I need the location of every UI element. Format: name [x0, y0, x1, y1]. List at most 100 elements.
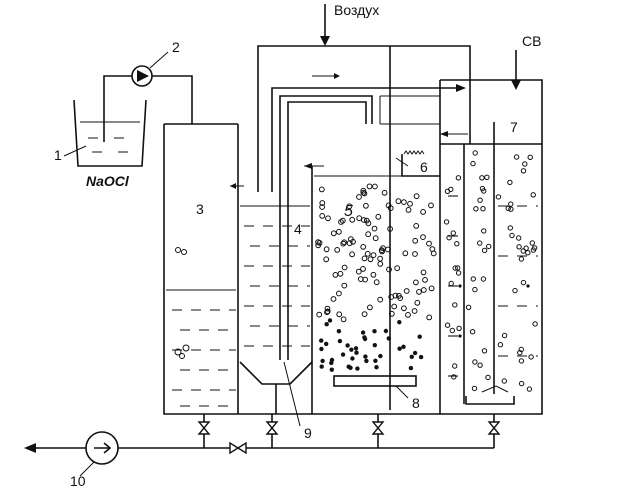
media-granule — [360, 189, 367, 196]
media-granule — [386, 266, 392, 273]
media-granule — [479, 175, 485, 181]
media-granule — [363, 354, 368, 359]
media-granule — [472, 359, 478, 365]
media-granule — [507, 225, 513, 231]
media-granule — [336, 329, 342, 334]
media-granule — [407, 200, 413, 207]
media-granule — [413, 279, 419, 286]
media-granule — [354, 350, 359, 355]
media-granule — [377, 296, 384, 303]
media-granule — [318, 186, 325, 193]
label-6: 6 — [420, 159, 428, 175]
media-granule — [336, 290, 342, 297]
label-3: 3 — [196, 201, 204, 217]
label-7: 7 — [510, 119, 518, 135]
media-granule — [345, 343, 350, 348]
media-granule — [481, 228, 487, 234]
media-granule — [403, 288, 410, 294]
media-granule — [509, 232, 515, 239]
media-granule — [396, 292, 402, 299]
media-granule — [337, 270, 344, 277]
media-granule — [508, 201, 514, 207]
media-granule — [420, 209, 427, 215]
media-granule — [346, 203, 353, 210]
media-granule — [373, 279, 380, 286]
media-granule — [397, 320, 402, 325]
media-granule — [497, 342, 504, 348]
media-granule — [469, 329, 476, 335]
media-granule — [319, 364, 324, 369]
media-granule — [372, 235, 379, 242]
media-granule — [426, 314, 433, 321]
media-granule — [402, 250, 409, 257]
media-granule — [418, 354, 424, 360]
media-granule — [481, 348, 488, 354]
media-granule — [372, 329, 377, 334]
media-granule — [397, 346, 402, 351]
media-granule — [525, 250, 531, 256]
media-granule — [360, 330, 366, 335]
media-granule — [508, 206, 514, 212]
media-granule — [518, 358, 525, 364]
media-granule — [355, 366, 360, 371]
media-granule — [340, 352, 346, 357]
media-granule — [334, 247, 341, 253]
clarifier-4 — [239, 205, 313, 414]
media-granule — [518, 256, 525, 262]
media-granule — [472, 150, 478, 156]
media-granule — [471, 385, 478, 392]
media-granule — [412, 350, 418, 356]
media-granule — [501, 378, 507, 384]
media-granule — [528, 354, 534, 360]
media-granule — [513, 154, 520, 160]
media-granule — [477, 362, 483, 368]
media-granule — [377, 261, 384, 267]
media-granule — [332, 272, 339, 278]
media-granule — [413, 223, 420, 229]
media-granule — [338, 219, 344, 225]
media-granule — [365, 220, 372, 227]
media-granule — [360, 266, 366, 272]
media-granule — [325, 215, 331, 222]
media-granule — [516, 244, 522, 250]
media-granule — [372, 343, 377, 348]
media-granule — [480, 206, 486, 212]
media-granule — [380, 245, 386, 252]
media-granule — [363, 202, 369, 209]
label-5: 5 — [344, 203, 353, 220]
media-granule — [356, 194, 362, 200]
media-granule — [516, 235, 522, 241]
media-granule — [388, 310, 395, 317]
media-granule — [353, 346, 359, 351]
label-2: 2 — [172, 39, 180, 55]
media-granule — [426, 240, 432, 247]
media-granule — [443, 219, 450, 225]
media-granule — [365, 231, 372, 238]
reagent-label: NaOCl — [86, 173, 130, 189]
media-granule — [323, 246, 330, 253]
media-granule — [348, 365, 353, 370]
media-granule — [374, 365, 379, 370]
media-granule — [391, 303, 398, 310]
media-granule — [485, 374, 491, 381]
media-granule — [409, 354, 414, 359]
media-granule — [324, 308, 331, 315]
media-granule — [452, 302, 458, 308]
media-granule — [327, 318, 333, 323]
media-granule — [377, 255, 384, 262]
media-granule — [401, 305, 407, 312]
media-granule — [356, 215, 363, 222]
reagent-tank — [73, 75, 147, 167]
media-granule — [481, 247, 488, 254]
media-granule — [375, 213, 382, 220]
media-granule — [414, 299, 421, 306]
media-granule — [367, 304, 373, 311]
media-granule — [455, 175, 462, 181]
media-granule — [429, 246, 436, 253]
discharge-pump — [85, 431, 119, 465]
media-granule — [452, 265, 458, 271]
media-granule — [450, 230, 456, 236]
media-granule — [412, 251, 418, 257]
media-granule — [373, 358, 378, 363]
